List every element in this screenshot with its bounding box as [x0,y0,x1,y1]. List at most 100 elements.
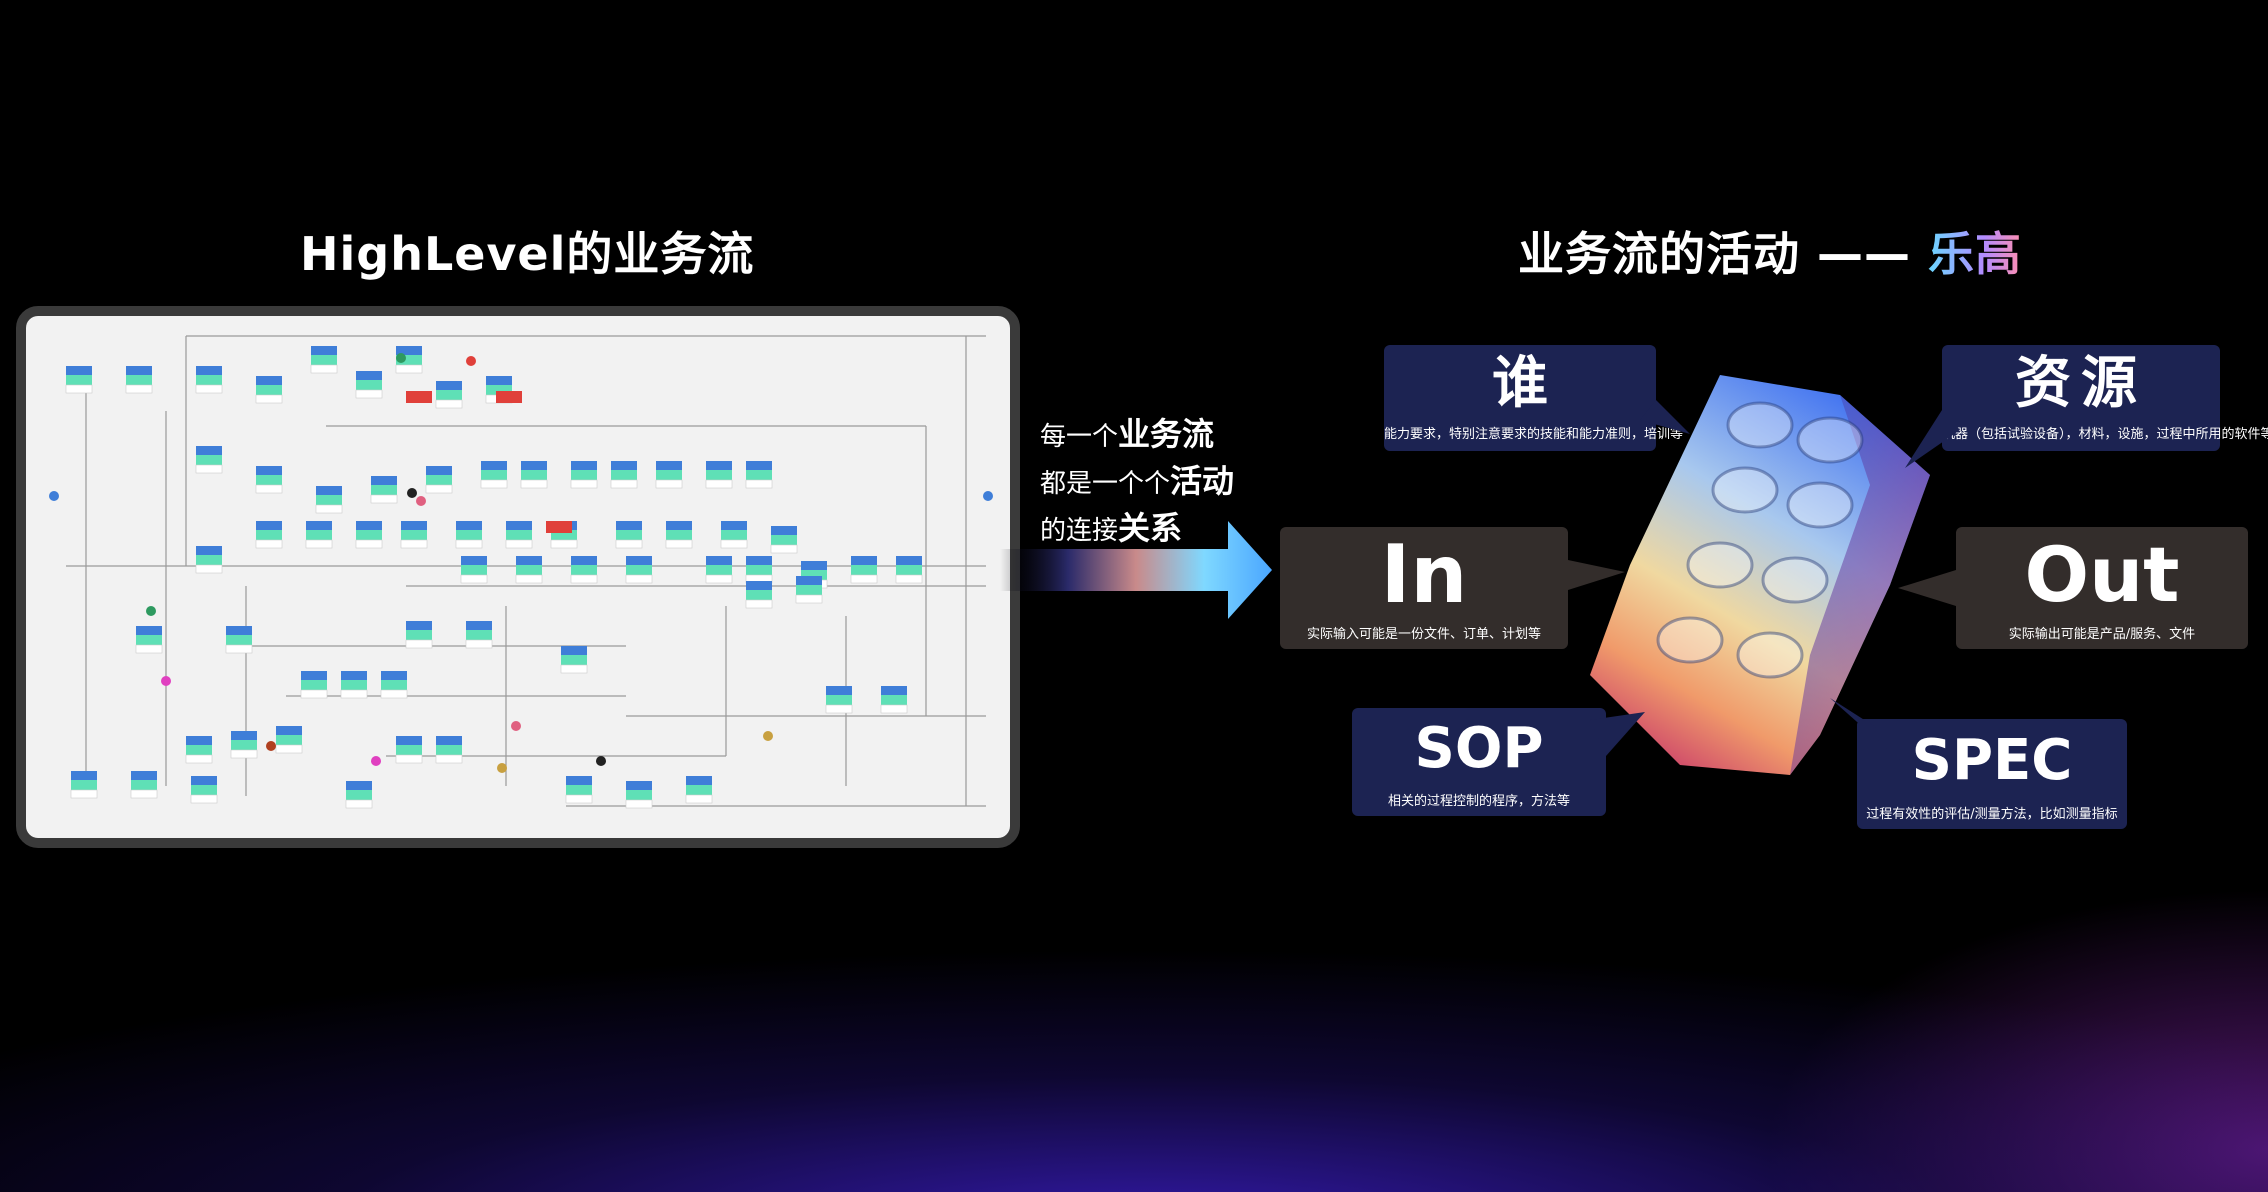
flow-node [255,376,283,404]
flow-node [480,461,508,489]
flow-node [395,346,423,374]
flow-node [515,556,543,584]
flow-node [225,626,253,654]
caption-line-1: 每一个业务流 [1040,415,1215,453]
flow-node [455,521,483,549]
input-title: In [1380,528,1468,621]
output-description: 实际输出可能是产品/服务、文件 [2008,627,2196,642]
lego-stud [1686,541,1754,589]
flow-node [610,461,638,489]
flow-node [355,521,383,549]
flow-node [565,776,593,804]
flow-node [185,736,213,764]
flow-node [825,686,853,714]
flow-node [880,686,908,714]
who-box: 谁 能力要求，特别注意要求的技能和能力准则，培训等 [1384,345,1684,451]
business-flow-diagram-frame [16,306,1020,848]
who-title: 谁 [1492,351,1548,416]
flow-node [345,781,373,809]
flow-node [315,486,343,514]
flow-node [570,461,598,489]
lego-stud [1786,481,1854,529]
flow-terminal-dot [49,491,59,501]
flow-node [255,521,283,549]
flow-node [560,646,588,674]
flow-node [125,366,153,394]
flow-terminal-dot [371,756,381,766]
flow-node [570,556,598,584]
right-title-main: 业务流的活动 —— [1518,227,1929,281]
flow-node [255,466,283,494]
who-description: 能力要求，特别注意要求的技能和能力准则，培训等 [1384,427,1684,442]
flow-node [435,736,463,764]
flow-terminal-dot [511,721,521,731]
resource-description: 机器（包括试验设备），材料，设施，过程中所用的软件等 [1942,427,2268,442]
flow-terminal-dot [396,353,406,363]
flow-node [665,521,693,549]
flow-node [625,781,653,809]
spec-description: 过程有效性的评估/测量方法，比如测量指标 [1866,807,2118,822]
flow-node-highlight [496,391,522,403]
lego-stud [1796,416,1864,464]
flow-node [275,726,303,754]
sop-title: SOP [1414,716,1544,781]
flow-node [625,556,653,584]
input-description: 实际输入可能是一份文件、订单、计划等 [1306,627,1541,642]
caption-line-3: 的连接关系 [1040,509,1183,547]
flow-node [520,461,548,489]
lego-stud [1736,631,1804,679]
lego-stud [1656,616,1724,664]
flow-node [65,366,93,394]
resource-title: 资源 [2015,351,2147,416]
flow-terminal-dot [763,731,773,741]
gradient-arrow-icon [1000,521,1272,619]
left-title: HighLevel的业务流 [300,227,755,281]
flow-node [895,556,923,584]
spec-title: SPEC [1911,728,2073,793]
flow-node [400,521,428,549]
business-flow-diagram [49,335,993,809]
flow-terminal-dot [466,356,476,366]
flow-node [190,776,218,804]
flow-node [505,521,533,549]
flow-node [705,556,733,584]
flow-node [195,446,223,474]
flow-node [405,621,433,649]
right-title: 业务流的活动 —— 乐高 [1518,218,2022,284]
flow-node [705,461,733,489]
flow-node [195,366,223,394]
lego-stud [1761,556,1829,604]
flow-node-highlight [406,391,432,403]
flow-node [305,521,333,549]
lego-brick-icon [1590,375,1930,775]
flow-node [685,776,713,804]
lego-stud [1726,401,1794,449]
flow-node [655,461,683,489]
flow-node-highlight [546,521,572,533]
flow-node [745,461,773,489]
flow-terminal-dot [983,491,993,501]
right-title-accent: 乐高 [1928,227,2023,281]
caption-line-2: 都是一个个活动 [1040,462,1235,500]
flow-node [435,381,463,409]
sop-box: SOP 相关的过程控制的程序，方法等 [1352,708,1606,816]
flow-node [460,556,488,584]
resource-box: 资源 机器（包括试验设备），材料，设施，过程中所用的软件等 [1942,345,2268,451]
flow-node [795,576,823,604]
spec-box: SPEC 过程有效性的评估/测量方法，比如测量指标 [1857,719,2127,829]
flow-terminal-dot [266,741,276,751]
flow-node [130,771,158,799]
flow-node [380,671,408,699]
flow-node [770,526,798,554]
flow-node [720,521,748,549]
flow-node [745,581,773,609]
flow-node [310,346,338,374]
flow-terminal-dot [596,756,606,766]
flow-node [425,466,453,494]
flow-node [70,771,98,799]
output-box: Out 实际输出可能是产品/服务、文件 [1956,527,2248,649]
flow-terminal-dot [407,488,417,498]
output-title: Out [2024,530,2180,619]
flow-node [230,731,258,759]
